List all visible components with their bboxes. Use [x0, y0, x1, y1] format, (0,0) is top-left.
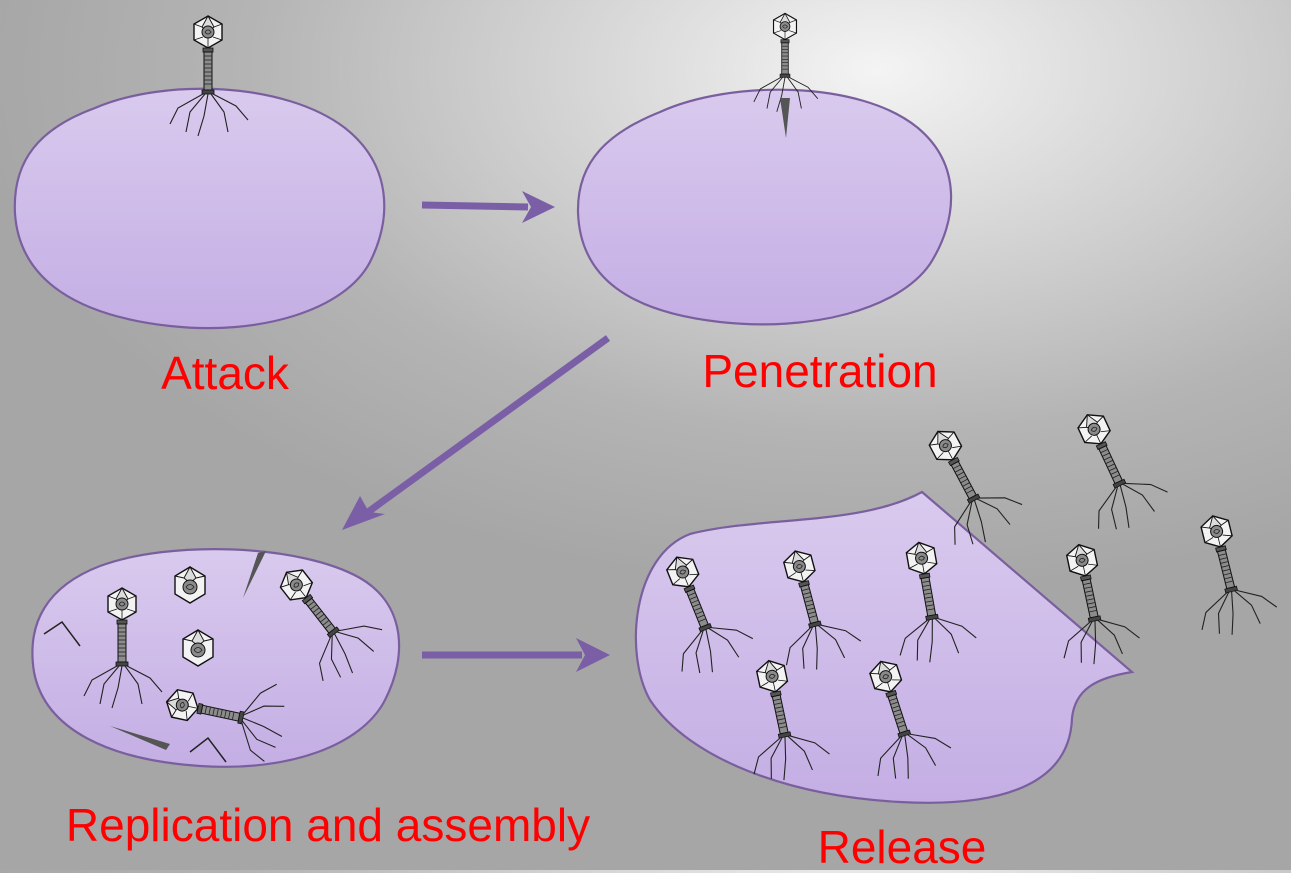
- tail-fragment-icon: [243, 551, 266, 598]
- replication-stage: [31, 547, 401, 768]
- arrow-replication-to-release: [422, 638, 610, 672]
- replication-label: Replication and assembly: [65, 799, 591, 851]
- tail-fragment-icon: [110, 726, 170, 750]
- injected-dna-icon: [780, 98, 790, 138]
- penetration-stage: [576, 12, 953, 326]
- fiber-fragment-icon: [189, 736, 227, 763]
- arrow-penetration-to-replication: [342, 335, 611, 530]
- lysing-cell: [634, 490, 1135, 804]
- penetration-label: Penetration: [702, 345, 938, 397]
- released-phage-icon: [1175, 505, 1282, 643]
- release-label: Release: [817, 821, 987, 873]
- arrow-attack-to-penetration: [421, 191, 555, 223]
- replication-cell: [31, 548, 401, 768]
- attack-label: Attack: [161, 347, 289, 399]
- attack-cell: [13, 87, 386, 330]
- released-phage-icon: [1052, 397, 1175, 541]
- release-stage: [634, 397, 1282, 804]
- attack-stage: [13, 15, 386, 330]
- penetration-cell: [576, 88, 953, 326]
- fiber-fragment-icon: [43, 620, 81, 647]
